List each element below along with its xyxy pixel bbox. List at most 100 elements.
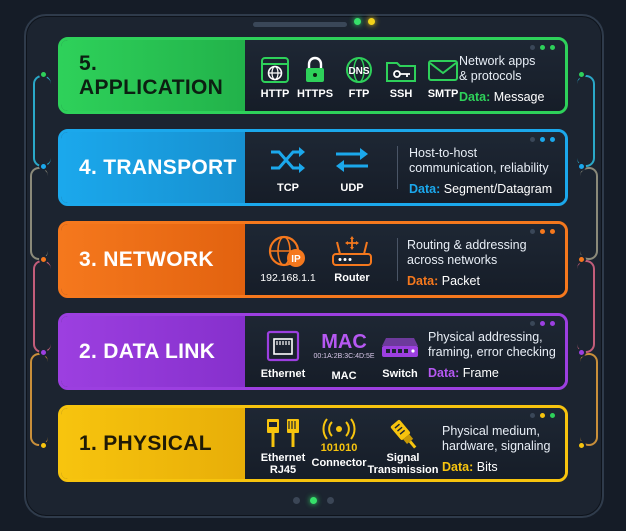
window-dots <box>530 413 555 418</box>
data-key: Data: <box>428 366 460 380</box>
tool-label: SMTP <box>427 88 459 100</box>
bottom-led-left <box>293 497 300 504</box>
frame-top-bar <box>253 22 347 27</box>
data-unit: Data: Packet <box>407 274 480 288</box>
tool-signal-transmission: Signal Transmission <box>365 416 441 476</box>
layer-network: 3. NETWORK IP 192.168.1.1 Router Routing… <box>58 221 568 298</box>
layer-body-transport: TCP UDP Host-to-host communication, reli… <box>245 132 565 203</box>
tool-label: FTP <box>348 88 370 100</box>
tool-connector: 101010 Connector <box>311 418 367 469</box>
layer-label-network: 3. NETWORK <box>61 224 245 295</box>
data-key: Data: <box>442 460 474 474</box>
connector-right-5-4 <box>577 75 595 167</box>
ip-globe-icon: IP <box>268 235 305 267</box>
node-left-1 <box>39 441 48 450</box>
tool-smtp: SMTP <box>423 56 463 100</box>
tool-udp: UDP <box>329 144 375 194</box>
mac-text-icon: MAC <box>321 331 367 353</box>
tool-label: Router <box>334 272 370 284</box>
node-right-4 <box>577 162 586 171</box>
connector-right-4-3 <box>580 167 598 260</box>
data-unit: Data: Segment/Datagram <box>409 182 552 196</box>
layer-body-application: HTTP HTTPS DNS FTP SSH SMTP Network apps… <box>245 40 565 111</box>
divider <box>397 238 398 281</box>
connector-left-4-3 <box>30 167 48 260</box>
data-value: Frame <box>459 366 499 380</box>
mac-address: 00:1A:2B:3C:4D:5E <box>313 353 375 360</box>
layer-description: Physical medium, hardware, signaling <box>442 424 550 454</box>
desc-line: hardware, signaling <box>442 439 551 453</box>
layer-transport: 4. TRANSPORT TCP UDP Host-to-host commun… <box>58 129 568 206</box>
data-value: Packet <box>438 274 480 288</box>
node-left-5 <box>39 70 48 79</box>
layer-body-physical: Ethernet RJ45 101010 Connector Signal Tr… <box>245 408 565 479</box>
data-value: Segment/Datagram <box>440 182 553 196</box>
fiber-plug-icon <box>390 420 417 449</box>
data-unit: Data: Frame <box>428 366 499 380</box>
tool-ethernet-rj45: Ethernet RJ45 <box>259 416 307 476</box>
layer-description: Physical addressing, framing, error chec… <box>428 330 556 360</box>
folder-key-icon <box>386 62 416 82</box>
node-right-2 <box>577 348 586 357</box>
status-led-yellow <box>368 18 375 25</box>
divider <box>397 146 398 189</box>
router-icon <box>332 236 372 266</box>
window-dots <box>530 229 555 234</box>
tool-tcp: TCP <box>265 144 311 194</box>
tool-label: Signal Transmission <box>367 452 439 476</box>
node-left-4 <box>39 162 48 171</box>
tool-switch: Switch <box>377 334 423 380</box>
connector-right-2-1 <box>580 353 598 446</box>
tool-ethernet: Ethernet <box>259 330 307 380</box>
connector-left-5-4 <box>33 75 51 167</box>
rj45-cable-icon <box>267 419 299 447</box>
desc-line: framing, error checking <box>428 345 556 359</box>
window-dots <box>530 137 555 142</box>
tool-label: UDP <box>340 182 364 194</box>
node-right-5 <box>577 70 586 79</box>
desc-line: Host-to-host <box>409 146 478 160</box>
node-left-3 <box>39 255 48 264</box>
layer-body-network: IP 192.168.1.1 Router Routing & addressi… <box>245 224 565 295</box>
layer-physical: 1. PHYSICAL Ethernet RJ45 101010 Connect… <box>58 405 568 482</box>
bottom-led-right <box>327 497 334 504</box>
tool-label: MAC <box>331 370 357 382</box>
desc-line: Network apps <box>459 54 536 68</box>
desc-line: & protocols <box>459 69 522 83</box>
envelope-icon <box>428 60 458 81</box>
layer-data-link: 2. DATA LINK Ethernet MAC 00:1A:2B:3C:4D… <box>58 313 568 390</box>
tool-label: Connector <box>311 457 367 469</box>
swap-arrows-icon <box>336 148 368 172</box>
data-unit: Data: Bits <box>442 460 498 474</box>
node-left-2 <box>39 348 48 357</box>
desc-line: across networks <box>407 253 498 267</box>
tool-ip-address: IP 192.168.1.1 <box>253 234 323 284</box>
data-unit: Data: Message <box>459 90 544 104</box>
dns-globe-icon: DNS <box>346 57 372 83</box>
layer-description: Host-to-host communication, reliability <box>409 146 549 176</box>
layer-label-application: 5. APPLICATION <box>61 40 245 111</box>
status-led-green <box>354 18 361 25</box>
connector-left-2-1 <box>30 353 48 446</box>
layer-description: Network apps & protocols <box>459 54 535 84</box>
tool-label: TCP <box>277 182 299 194</box>
window-dots <box>530 45 555 50</box>
desc-line: Physical medium, <box>442 424 540 438</box>
node-right-1 <box>577 441 586 450</box>
bottom-led-green <box>310 497 317 504</box>
desc-line: communication, reliability <box>409 161 549 175</box>
layer-label-transport: 4. TRANSPORT <box>61 132 245 203</box>
tool-label: Switch <box>382 368 418 380</box>
layer-label-data-link: 2. DATA LINK <box>61 316 245 387</box>
tool-ftp: DNS FTP <box>341 56 377 100</box>
layer-label-physical: 1. PHYSICAL <box>61 408 245 479</box>
window-dots <box>530 321 555 326</box>
node-right-3 <box>577 255 586 264</box>
lock-icon <box>306 56 324 82</box>
switch-icon <box>382 338 418 357</box>
tool-http: HTTP <box>257 56 293 100</box>
tool-ssh: SSH <box>383 56 419 100</box>
connector-left-3-2 <box>33 260 51 353</box>
dns-text: DNS <box>348 66 369 77</box>
desc-line: Physical addressing, <box>428 330 543 344</box>
